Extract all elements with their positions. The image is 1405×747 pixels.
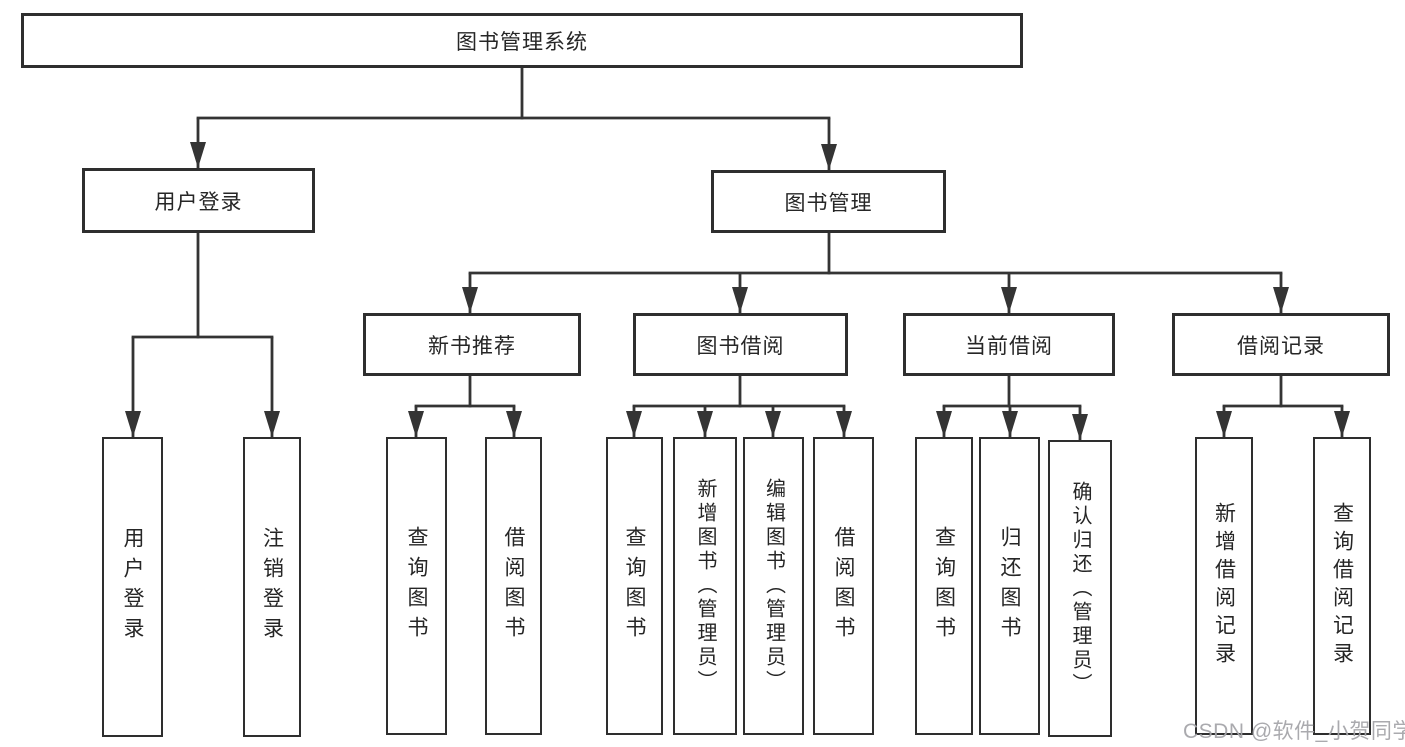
node-user-login-label: 用户登录 (154, 190, 243, 214)
leaf-add-borrow-record-label: 新增借阅记录 (1212, 502, 1236, 670)
node-library-management-system: 图书管理系统 (21, 13, 1023, 68)
leaf-return-books: 归还图书 (979, 437, 1040, 735)
leaf-query-books-borrowing-label: 查询图书 (623, 526, 646, 646)
leaf-logout-label: 注销登录 (260, 527, 284, 647)
leaf-user-login-label: 用户登录 (121, 527, 144, 647)
leaf-borrow-books-borrowing-label: 借阅图书 (832, 526, 855, 646)
leaf-add-borrow-record: 新增借阅记录 (1195, 437, 1253, 735)
node-borrowing-records-label: 借阅记录 (1237, 334, 1325, 358)
leaf-add-book-admin: 新增图书（管理员） (673, 437, 737, 735)
node-book-borrowing-label: 图书借阅 (696, 334, 785, 358)
node-current-borrowing: 当前借阅 (903, 313, 1115, 376)
leaf-query-books-current: 查询图书 (915, 437, 973, 735)
leaf-query-borrow-record-label: 查询借阅记录 (1330, 502, 1354, 670)
leaf-borrow-books-recommend-label: 借阅图书 (502, 526, 525, 646)
leaf-borrow-books-borrowing: 借阅图书 (813, 437, 874, 735)
node-book-management: 图书管理 (711, 170, 946, 233)
leaf-add-book-admin-label: 新增图书（管理员） (694, 478, 716, 694)
leaf-edit-book-admin: 编辑图书（管理员） (743, 437, 804, 735)
node-new-book-recommendation: 新书推荐 (363, 313, 581, 376)
leaf-confirm-return-admin-label: 确认归还（管理员） (1069, 480, 1091, 697)
leaf-edit-book-admin-label: 编辑图书（管理员） (762, 478, 785, 694)
csdn-watermark: CSDN @软件_小贺同学 (1183, 720, 1405, 743)
node-borrowing-records: 借阅记录 (1172, 313, 1390, 376)
leaf-user-login: 用户登录 (102, 437, 163, 737)
leaf-query-books-recommend-label: 查询图书 (405, 526, 428, 646)
node-book-borrowing: 图书借阅 (633, 313, 848, 376)
leaf-query-books-borrowing: 查询图书 (606, 437, 663, 735)
leaf-logout: 注销登录 (243, 437, 301, 737)
leaf-query-books-current-label: 查询图书 (932, 526, 956, 646)
leaf-borrow-books-recommend: 借阅图书 (485, 437, 542, 735)
leaf-query-borrow-record: 查询借阅记录 (1313, 437, 1371, 735)
leaf-return-books-label: 归还图书 (998, 526, 1021, 646)
node-new-book-recommendation-label: 新书推荐 (428, 334, 516, 358)
node-library-management-system-label: 图书管理系统 (456, 30, 588, 54)
leaf-confirm-return-admin: 确认归还（管理员） (1048, 440, 1112, 737)
leaf-query-books-recommend: 查询图书 (386, 437, 447, 735)
node-user-login: 用户登录 (82, 168, 315, 233)
node-current-borrowing-label: 当前借阅 (965, 334, 1053, 358)
node-book-management-label: 图书管理 (784, 191, 873, 215)
